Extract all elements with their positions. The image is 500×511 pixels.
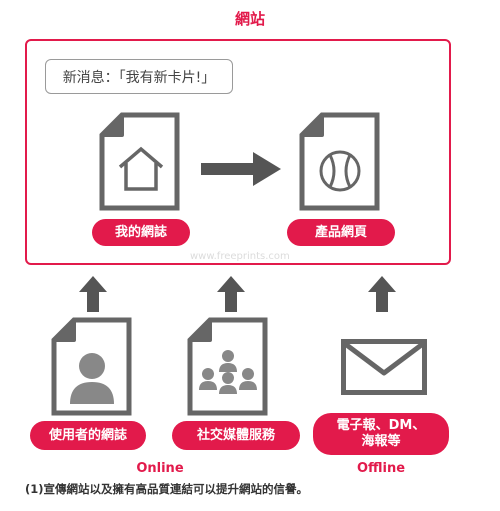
social-media-label: 社交媒體服務 [172, 421, 300, 450]
site-title: 網站 [234, 10, 265, 28]
offline-channels-label: 電子報、DM、 海報等 [313, 413, 449, 455]
product-page-label: 產品網頁 [287, 219, 395, 246]
watermark: www.freeprints.com [190, 251, 290, 262]
product-document-icon [299, 112, 380, 211]
user-blog-label: 使用者的網誌 [30, 421, 146, 450]
blog-document-icon [99, 112, 180, 211]
footnote: (1)宣傳網站以及擁有高品質連結可以提升網站的信譽。 [25, 482, 309, 496]
my-blog-label: 我的網誌 [92, 219, 190, 246]
envelope-icon [341, 339, 427, 395]
up-arrow-icon-1 [79, 276, 107, 312]
up-arrow-icon-2 [217, 276, 245, 312]
house-icon [118, 146, 164, 191]
right-arrow-icon [201, 152, 281, 186]
up-arrow-icon-3 [368, 276, 396, 312]
user-document-icon [51, 317, 132, 416]
social-document-icon [187, 317, 268, 416]
person-icon [70, 353, 114, 404]
website-frame [25, 39, 451, 265]
group-people-icon [199, 350, 257, 394]
offline-channels-line1: 電子報、DM、 [336, 418, 426, 434]
offline-channels-line2: 海報等 [361, 434, 401, 449]
news-bubble: 新消息：「我有新卡片!」 [45, 59, 233, 94]
offline-caption: Offline [356, 461, 406, 476]
online-caption: Online [136, 461, 184, 476]
baseball-icon [319, 150, 361, 192]
